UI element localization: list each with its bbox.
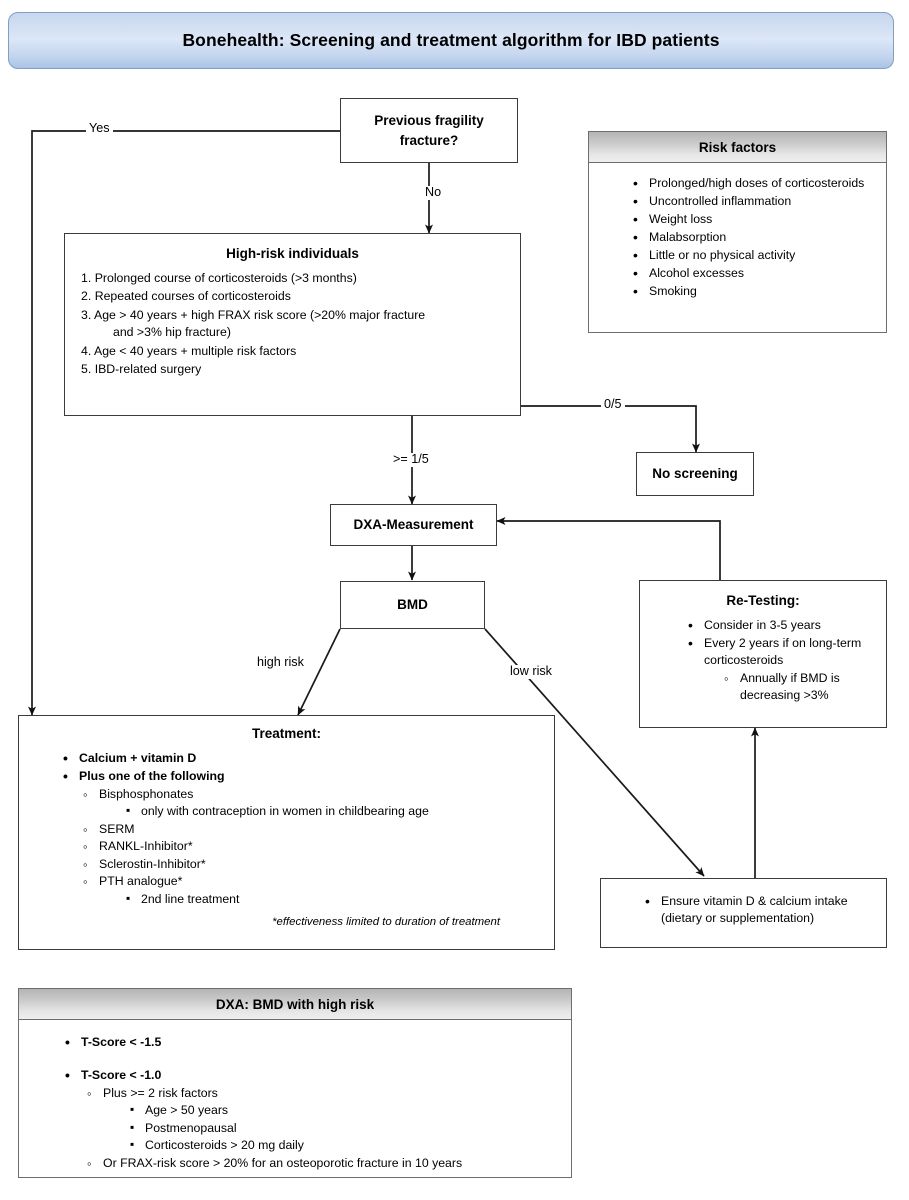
edge-label-0of5: 0/5	[601, 397, 625, 412]
ensure-list: Ensure vitamin D & calcium intake (dieta…	[639, 892, 876, 927]
list-item: only with contraception in women in chil…	[123, 802, 542, 820]
list-item: T-Score < -1.5	[59, 1033, 561, 1052]
node-previous-fragility-fracture: Previous fragility fracture?	[340, 98, 518, 163]
edge-label-low-risk: low risk	[507, 664, 555, 679]
list-item: 4. Age < 40 years + multiple risk factor…	[81, 343, 504, 360]
list-item: Plus one of the following	[57, 767, 542, 786]
panel-risk-factors: Risk factors Prolonged/high doses of cor…	[588, 131, 887, 333]
list-item: 1. Prolonged course of corticosteroids (…	[81, 270, 504, 287]
retesting-list: Consider in 3-5 years Every 2 years if o…	[682, 616, 876, 669]
item-text: Age > 40 years + high FRAX risk score (>…	[94, 307, 426, 322]
list-item: Ensure vitamin D & calcium intake (dieta…	[639, 892, 876, 927]
dxa-label: DXA-Measurement	[353, 517, 474, 533]
list-item: Little or no physical activity	[627, 246, 876, 265]
list-item: Every 2 years if on long-term corticoste…	[682, 634, 876, 669]
dxa-bmd-heading: DXA: BMD with high risk	[19, 989, 571, 1020]
treatment-main-list: Calcium + vitamin D Plus one of the foll…	[57, 749, 542, 786]
retesting-heading: Re-Testing:	[726, 593, 800, 608]
treatment-footnote: *effectiveness limited to duration of tr…	[272, 916, 500, 929]
list-item: Malabsorption	[627, 228, 876, 247]
list-item: Sclerostin-Inhibitor*	[79, 856, 542, 875]
dxa-bmd-sublist-2: Or FRAX-risk score > 20% for an osteopor…	[83, 1155, 561, 1174]
edge-yes-to-treatment	[28, 130, 340, 716]
item-text-cont: and >3% hip fracture)	[113, 325, 231, 340]
fragility-line2: fracture?	[399, 132, 459, 148]
list-item: 2. Repeated courses of corticosteroids	[81, 288, 504, 305]
list-item: Annually if BMD is decreasing >3%	[720, 670, 876, 705]
list-item: Plus >= 2 risk factors	[83, 1085, 561, 1104]
treatment-bisphosphonates-sublist: only with contraception in women in chil…	[123, 802, 542, 820]
list-item: Bisphosphonates	[79, 786, 542, 805]
list-item: Alcohol excesses	[627, 264, 876, 283]
edge-high-risk-to-treatment	[297, 628, 341, 716]
item-number: 5.	[81, 362, 92, 377]
item-number: 1.	[81, 271, 92, 285]
node-high-risk-individuals: High-risk individuals 1. Prolonged cours…	[64, 233, 521, 416]
fragility-line1: Previous fragility	[374, 112, 484, 128]
title-banner: Bonehealth: Screening and treatment algo…	[8, 12, 894, 69]
node-bmd: BMD	[340, 581, 485, 629]
edge-label-yes: Yes	[86, 121, 113, 136]
high-risk-heading: High-risk individuals	[226, 246, 359, 261]
dxa-bmd-risk-factor-list: Age > 50 years Postmenopausal Corticoste…	[127, 1101, 561, 1154]
bmd-label: BMD	[397, 597, 428, 613]
list-item: Corticosteroids > 20 mg daily	[127, 1136, 561, 1154]
list-item: Prolonged/high doses of corticosteroids	[627, 174, 876, 193]
list-item: Consider in 3-5 years	[682, 616, 876, 635]
dxa-bmd-sublist-1: Plus >= 2 risk factors	[83, 1085, 561, 1104]
list-item: Calcium + vitamin D	[57, 749, 542, 768]
panel-dxa-bmd-high-risk: DXA: BMD with high risk T-Score < -1.5 T…	[18, 988, 572, 1178]
list-item: Weight loss	[627, 210, 876, 229]
item-text: Prolonged course of corticosteroids (>3 …	[94, 271, 357, 285]
node-re-testing: Re-Testing: Consider in 3-5 years Every …	[639, 580, 887, 728]
treatment-options-list: Bisphosphonates	[79, 786, 542, 805]
item-text: IBD-related surgery	[94, 362, 202, 377]
treatment-pth-sublist: 2nd line treatment	[123, 890, 542, 908]
dxa-bmd-list-1: T-Score < -1.5 T-Score < -1.0	[59, 1033, 561, 1085]
item-text: Age < 40 years + multiple risk factors	[94, 343, 297, 358]
list-item: Smoking	[627, 282, 876, 301]
list-item: T-Score < -1.0	[59, 1066, 561, 1085]
node-ensure-vitamin-d: Ensure vitamin D & calcium intake (dieta…	[600, 878, 887, 948]
item-number: 4.	[81, 343, 92, 358]
list-item: PTH analogue*	[79, 873, 542, 892]
item-number: 2.	[81, 289, 92, 304]
no-screening-label: No screening	[652, 466, 738, 482]
list-item: Uncontrolled inflammation	[627, 192, 876, 211]
high-risk-list: 1. Prolonged course of corticosteroids (…	[81, 270, 504, 379]
page-title: Bonehealth: Screening and treatment algo…	[182, 30, 720, 50]
risk-factors-list: Prolonged/high doses of corticosteroids …	[627, 174, 876, 301]
list-item: Age > 50 years	[127, 1101, 561, 1119]
node-treatment: Treatment: Calcium + vitamin D Plus one …	[18, 715, 555, 950]
list-item: RANKL-Inhibitor*	[79, 838, 542, 857]
item-number: 3.	[81, 307, 92, 322]
edge-label-no: No	[422, 185, 445, 200]
list-item: 5. IBD-related surgery	[81, 361, 504, 378]
node-no-screening: No screening	[636, 452, 754, 496]
item-text: Repeated courses of corticosteroids	[94, 289, 291, 304]
node-dxa-measurement: DXA-Measurement	[330, 504, 497, 546]
treatment-options-list-2: SERM RANKL-Inhibitor* Sclerostin-Inhibit…	[79, 821, 542, 892]
edge-retesting-to-dxa	[496, 517, 721, 580]
list-item: Postmenopausal	[127, 1119, 561, 1137]
edge-label-high-risk: high risk	[254, 655, 307, 670]
list-item: SERM	[79, 821, 542, 840]
edge-0of5-to-noscreening	[521, 405, 700, 453]
retesting-sublist: Annually if BMD is decreasing >3%	[720, 670, 876, 705]
list-item: 3. Age > 40 years + high FRAX risk score…	[81, 307, 504, 342]
edge-label-ge1of5: >= 1/5	[390, 452, 432, 467]
treatment-heading: Treatment:	[251, 726, 322, 741]
list-item: 2nd line treatment	[123, 890, 542, 908]
list-item: Or FRAX-risk score > 20% for an osteopor…	[83, 1155, 561, 1174]
risk-factors-heading: Risk factors	[589, 132, 886, 163]
